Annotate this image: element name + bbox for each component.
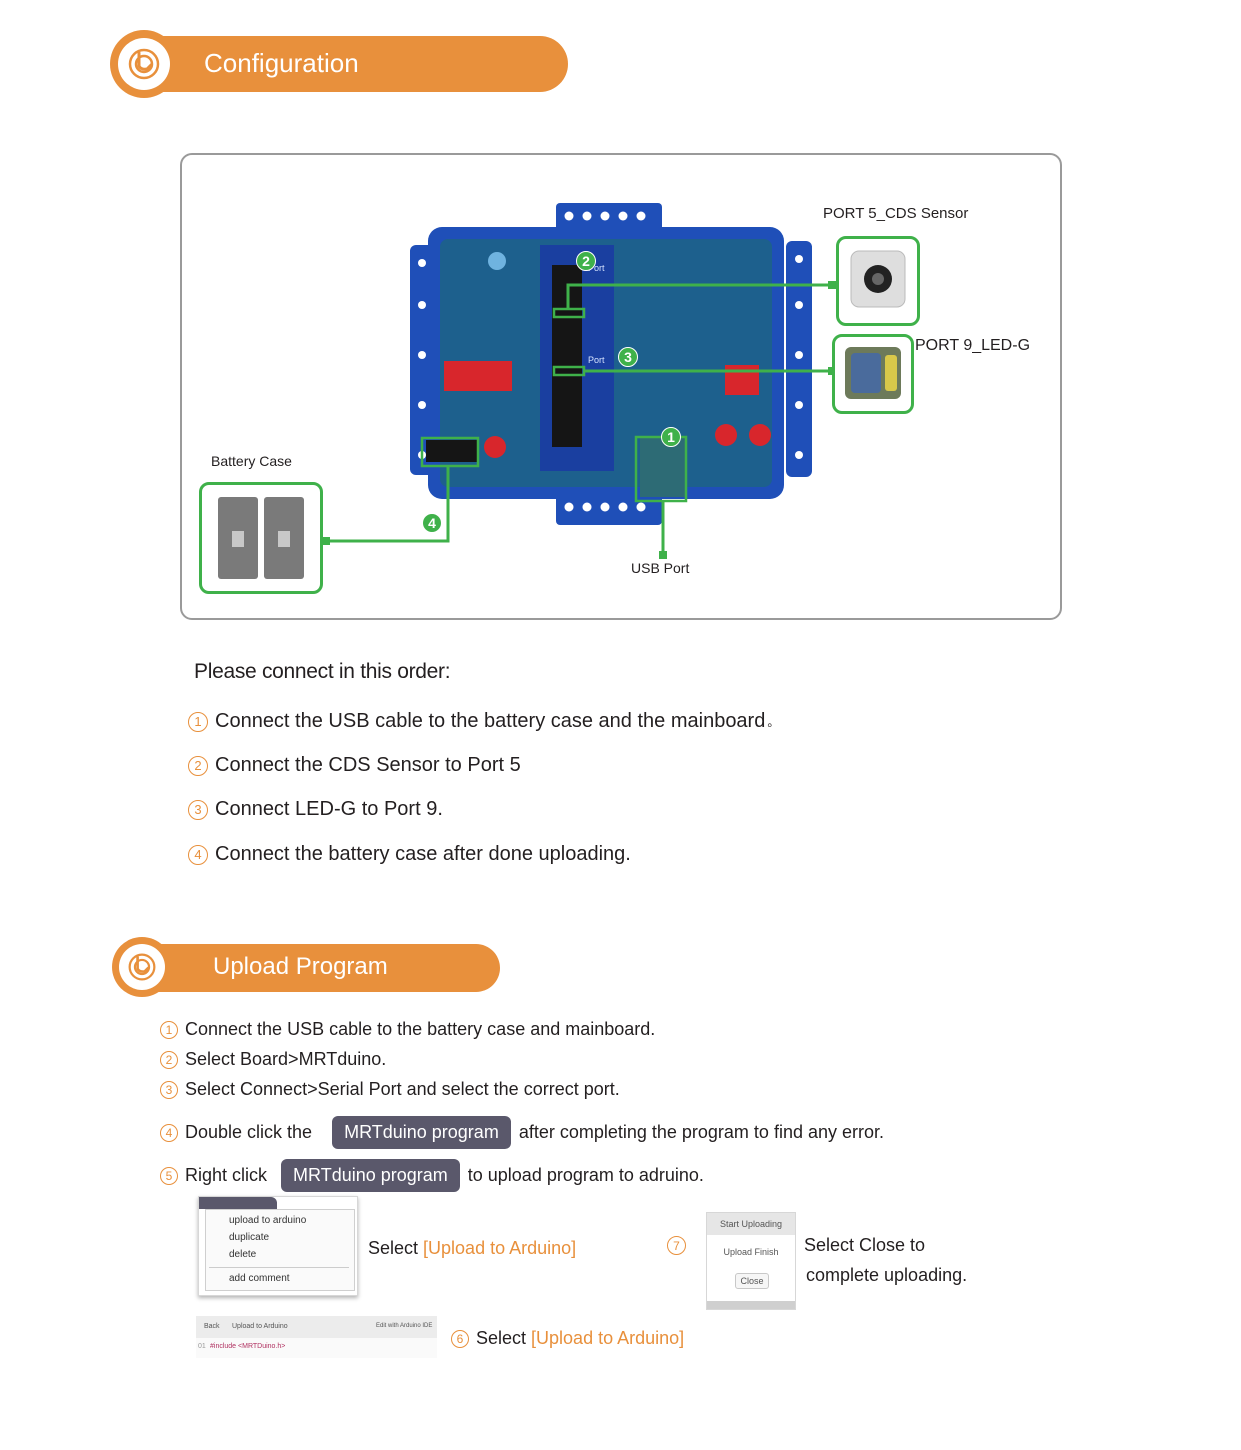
step-text: Connect the USB cable to the battery cas… xyxy=(215,710,766,732)
marker-2: 2 xyxy=(576,251,596,271)
order-step-3: 3 Connect LED-G to Port 9. xyxy=(188,798,443,821)
step-6-caption: 6 Select [Upload to Arduino] xyxy=(451,1328,684,1349)
upload-step-5: 5 Right click MRTduino program to upload… xyxy=(160,1159,704,1192)
step-text-before: Double click the xyxy=(185,1122,313,1142)
order-step-2: 2 Connect the CDS Sensor to Port 5 xyxy=(188,754,521,777)
upload-step-4: 4 Double click the MRTduino program afte… xyxy=(160,1116,884,1149)
step-number: 4 xyxy=(188,844,208,865)
context-menu-screenshot: upload to arduino duplicate delete add c… xyxy=(198,1196,358,1296)
step-number: 1 xyxy=(188,711,208,732)
caption-prefix: Select xyxy=(368,1238,424,1258)
upload-step-1: 1 Connect the USB cable to the battery c… xyxy=(160,1019,655,1040)
marker-1: 1 xyxy=(661,427,681,447)
caption-highlight: [Upload to Arduino] xyxy=(423,1238,577,1258)
step-text: Select Board>MRTduino. xyxy=(185,1049,387,1069)
step-text: Connect LED-G to Port 9. xyxy=(215,798,443,820)
configuration-badge xyxy=(110,30,178,98)
hand-tap-icon xyxy=(128,953,156,981)
order-step-4: 4 Connect the battery case after done up… xyxy=(188,843,631,866)
step-text: Select Connect>Serial Port and select th… xyxy=(185,1079,620,1099)
step-number: 5 xyxy=(160,1166,178,1185)
order-intro: Please connect in this order: xyxy=(194,660,451,683)
mrtduino-program-block: MRTduino program xyxy=(281,1159,460,1192)
caption-highlight: [Upload to Arduino] xyxy=(531,1328,685,1348)
upload-title: Upload Program xyxy=(213,953,388,980)
cds-sensor-box xyxy=(836,236,920,326)
upload-step-3: 3 Select Connect>Serial Port and select … xyxy=(160,1079,620,1100)
step-suffix: 。 xyxy=(767,715,780,729)
step-7-caption-1: Select Close to xyxy=(804,1235,926,1255)
battery-box xyxy=(199,482,323,594)
dialog-titlebar: Start Uploading xyxy=(707,1213,795,1235)
step-number: 4 xyxy=(160,1123,178,1142)
cds-sensor-label: PORT 5_CDS Sensor xyxy=(823,205,969,222)
dialog-bottom-bar xyxy=(707,1301,795,1309)
cds-sensor-icon xyxy=(850,250,906,308)
menu-divider xyxy=(209,1267,349,1268)
configuration-title: Configuration xyxy=(204,48,359,78)
led-label: PORT 9_LED-G xyxy=(915,337,1031,354)
step-number: 1 xyxy=(160,1020,178,1039)
dialog-message: Upload Finish xyxy=(723,1247,779,1257)
upload-dialog-screenshot: Start Uploading Upload Finish Close xyxy=(706,1212,796,1310)
menu-item-delete[interactable]: delete xyxy=(229,1249,257,1260)
mrtduino-program-block: MRTduino program xyxy=(332,1116,511,1149)
wiring-diagram-graphic xyxy=(322,203,836,559)
step-text-after: after completing the program to find any… xyxy=(518,1122,884,1142)
port-label-top: Port xyxy=(588,263,605,273)
usb-port-label: USB Port xyxy=(631,560,690,576)
step-text-after: to upload program to adruino. xyxy=(467,1165,704,1185)
toolbar-bar xyxy=(196,1316,437,1338)
configuration-banner xyxy=(140,36,568,92)
battery-label: Battery Case xyxy=(211,453,292,469)
marker-4: 4 xyxy=(422,513,442,533)
menu-caption: Select [Upload to Arduino] xyxy=(368,1238,576,1259)
order-step-1: 1 Connect the USB cable to the battery c… xyxy=(188,710,779,733)
caption-prefix: Select xyxy=(476,1328,532,1348)
marker-3: 3 xyxy=(618,347,638,367)
hand-tap-icon xyxy=(128,48,160,80)
step-text: Connect the battery case after done uplo… xyxy=(215,843,631,865)
upload-step-2: 2 Select Board>MRTduino. xyxy=(160,1049,386,1070)
menu-item-add-comment[interactable]: add comment xyxy=(229,1273,290,1284)
led-module-icon xyxy=(845,347,901,399)
menu-item-upload[interactable]: upload to arduino xyxy=(229,1215,307,1226)
code-line-number: 01 xyxy=(198,1343,206,1350)
upload-badge xyxy=(112,937,172,997)
step-number: 3 xyxy=(160,1080,178,1099)
menu-block-stub xyxy=(199,1197,277,1209)
step-7-number: 7 xyxy=(667,1236,686,1255)
toolbar-screenshot: Back Upload to Arduino Edit with Arduino… xyxy=(196,1316,437,1358)
toolbar-back-button[interactable]: Back xyxy=(204,1323,220,1330)
step-text: Connect the USB cable to the battery cas… xyxy=(185,1019,656,1039)
step-number: 3 xyxy=(188,799,208,820)
upload-banner xyxy=(140,944,500,992)
step-7-caption-2: complete uploading. xyxy=(806,1265,968,1285)
step-number: 2 xyxy=(188,755,208,776)
port-label-bottom: Port xyxy=(588,355,605,365)
context-menu xyxy=(205,1209,355,1291)
step-number: 6 xyxy=(451,1329,469,1348)
wiring-diagram: Port Port 1 2 3 4 PORT 5_CDS Sensor PORT… xyxy=(180,153,1062,620)
led-box xyxy=(832,334,914,414)
step-number: 2 xyxy=(160,1050,178,1069)
battery-case-icon xyxy=(218,497,304,579)
menu-item-duplicate[interactable]: duplicate xyxy=(229,1232,270,1243)
code-line: #include <MRTDuino.h> xyxy=(210,1343,286,1350)
step-text-before: Right click xyxy=(185,1165,268,1185)
dialog-close-button[interactable]: Close xyxy=(735,1273,769,1289)
step-text: Connect the CDS Sensor to Port 5 xyxy=(215,754,521,776)
toolbar-upload-button[interactable]: Upload to Arduino xyxy=(232,1323,288,1330)
toolbar-edit-button[interactable]: Edit with Arduino IDE xyxy=(376,1323,433,1329)
